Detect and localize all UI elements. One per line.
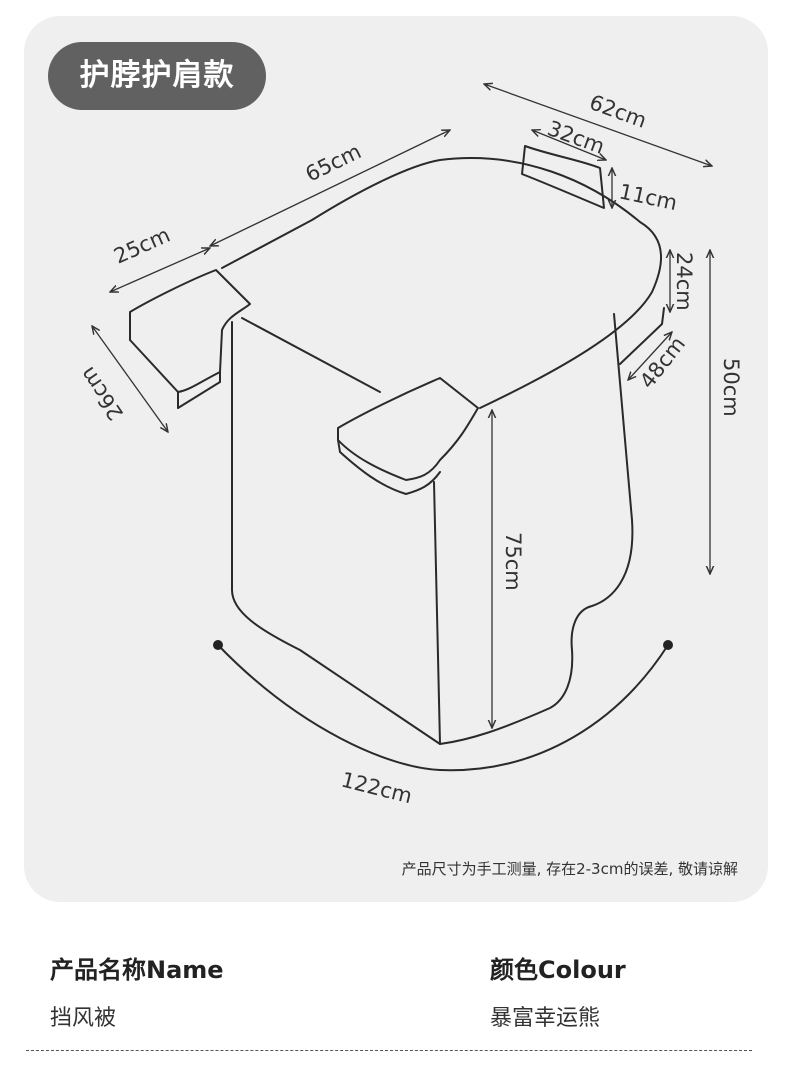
- dim-label-11: 11cm: [617, 179, 679, 215]
- dim-label-50: 50cm: [719, 358, 743, 417]
- dim-arrow-65: [210, 130, 450, 246]
- style-badge: 护脖护肩款: [48, 42, 266, 110]
- dim-label-75: 75cm: [501, 532, 525, 591]
- dim-arrow-48: [628, 332, 672, 380]
- dim-label-65: 65cm: [302, 139, 365, 186]
- dim-label-62: 62cm: [586, 90, 649, 133]
- right-body-outline: [439, 313, 634, 745]
- product-name-label: 产品名称Name: [50, 956, 224, 984]
- front-edge: [433, 481, 441, 745]
- dim-label-26: 26cm: [75, 363, 128, 425]
- dashed-divider: [26, 1050, 752, 1051]
- dim-arrow-26: [92, 326, 168, 432]
- hem-dot-right: [663, 640, 673, 650]
- colour-label: 颜色Colour: [490, 956, 626, 984]
- right-flap: [337, 377, 479, 481]
- bottom-hem: [217, 644, 669, 772]
- dim-arrow-25: [110, 248, 210, 292]
- dim-label-25: 25cm: [110, 223, 173, 269]
- dim-arrow-32: [532, 130, 606, 160]
- dim-label-122: 122cm: [339, 768, 415, 809]
- left-body-outline: [231, 321, 441, 745]
- dim-label-24: 24cm: [672, 252, 696, 311]
- product-name-value: 挡风被: [50, 1006, 117, 1031]
- hem-dot-left: [213, 640, 223, 650]
- measurement-note: 产品尺寸为手工测量, 存在2-3cm的误差, 敬请谅解: [401, 860, 738, 878]
- colour-value: 暴富幸运熊: [490, 1006, 601, 1031]
- dim-arrow-62: [484, 84, 712, 166]
- dim-label-32: 32cm: [544, 116, 607, 159]
- top-surface-outline: [221, 157, 662, 409]
